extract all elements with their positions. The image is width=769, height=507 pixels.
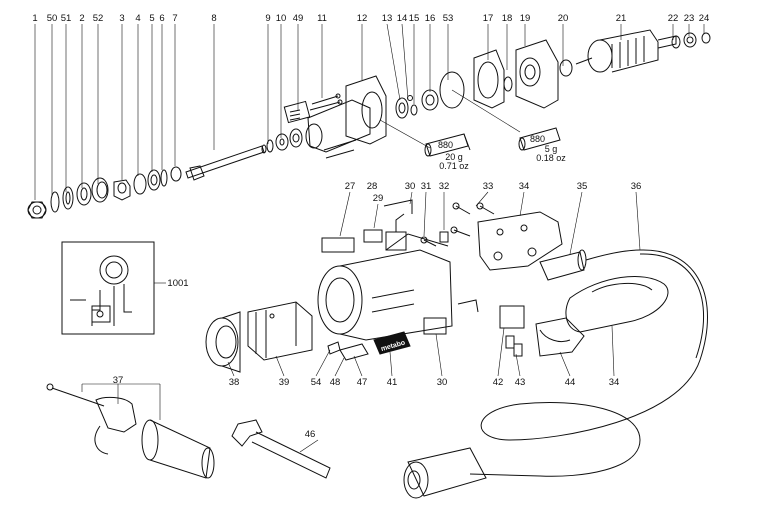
part-label: 13: [381, 13, 393, 24]
part-washer-18: [503, 76, 513, 92]
part-spindle-shaft: [185, 144, 267, 181]
part-label: 29: [372, 193, 384, 204]
part-label: 12: [356, 13, 368, 24]
part-label: 50: [46, 13, 58, 24]
top-leader-lines: [34, 23, 705, 200]
part-label: 16: [424, 13, 436, 24]
part-label: 37: [112, 375, 124, 386]
part-screws-upper: [309, 93, 357, 159]
part-label: 38: [228, 377, 240, 388]
part-label: 14: [396, 13, 408, 24]
grease-small-note: 5 g 0.18 oz: [536, 144, 566, 164]
part-label: 30: [404, 181, 416, 192]
part-label: 30: [436, 377, 448, 388]
part-rear-cover: [477, 211, 563, 271]
part-label: 31: [420, 181, 432, 192]
part-field-coil: [247, 301, 313, 361]
part-label: 54: [310, 377, 322, 388]
inset-switch-detail: [61, 241, 166, 335]
part-bearing-flange: [515, 39, 559, 109]
part-motor-housing: [317, 233, 453, 341]
part-label: 42: [492, 377, 504, 388]
part-switch-assembly: [423, 299, 585, 357]
part-brand-plate: metabo: [327, 331, 411, 361]
part-label: 46: [304, 429, 316, 440]
part-bearing-set: [395, 89, 439, 119]
part-washers-left: [50, 166, 182, 213]
part-label: 32: [438, 181, 450, 192]
part-rear-handle: [565, 275, 669, 333]
part-power-plug: [403, 447, 487, 499]
part-label: 9: [265, 13, 271, 24]
grease-tube-large: 880: [424, 133, 471, 157]
part-air-guide: [205, 311, 241, 373]
grease-tube-small: 880: [518, 127, 561, 151]
part-label: 49: [292, 13, 304, 24]
part-label: 27: [344, 181, 356, 192]
grease-tube-small-text: 880: [530, 134, 545, 144]
part-label: 11: [317, 13, 327, 24]
part-label: 5: [149, 13, 155, 24]
part-label: 48: [329, 377, 341, 388]
part-label: 41: [386, 377, 398, 388]
part-label: 10: [275, 13, 287, 24]
part-label: 51: [60, 13, 72, 24]
part-label: 19: [519, 13, 531, 24]
part-label: 33: [482, 181, 494, 192]
part-label: 8: [211, 13, 217, 24]
part-label: 4: [135, 13, 141, 24]
part-washers-9-10: [266, 128, 303, 153]
part-label: 3: [119, 13, 125, 24]
part-label: 6: [159, 13, 165, 24]
part-label: 34: [518, 181, 530, 192]
part-nut: [27, 201, 47, 219]
part-label: 43: [514, 377, 526, 388]
part-label: 22: [667, 13, 679, 24]
part-label: 52: [92, 13, 104, 24]
part-label: 28: [366, 181, 378, 192]
grease-tube-large-text: 880: [438, 140, 453, 150]
part-gasket-plate: [473, 49, 505, 109]
part-screws-mid: [420, 202, 495, 247]
part-label: 23: [683, 13, 695, 24]
part-label: 20: [557, 13, 569, 24]
part-brush-assembly: [321, 199, 413, 253]
part-label: 47: [356, 377, 368, 388]
part-label: 2: [79, 13, 85, 24]
part-label: 35: [576, 181, 588, 192]
part-power-cable: [469, 249, 708, 477]
part-label: 24: [698, 13, 710, 24]
part-label: 34: [608, 377, 620, 388]
grease-small-amount: 5 g: [544, 144, 558, 154]
grease-large-amount-oz: 0.71 oz: [439, 161, 469, 172]
grease-small-amount-oz: 0.18 oz: [536, 153, 566, 164]
part-cable-gland: [539, 249, 641, 281]
part-label: 21: [615, 13, 627, 24]
grease-large-amount: 20 g: [445, 152, 463, 162]
part-gear-housing: [283, 75, 387, 153]
part-bearing-20: [559, 59, 573, 77]
part-side-handle: [46, 383, 215, 479]
part-wrench: [231, 419, 331, 479]
mid-leader-lines: [227, 191, 641, 377]
part-label: 53: [442, 13, 454, 24]
part-label: 44: [564, 377, 576, 388]
part-end-bearings: [671, 32, 711, 49]
part-label: 1: [32, 13, 38, 24]
part-label: 15: [408, 13, 420, 24]
part-label: 18: [501, 13, 513, 24]
part-label: 17: [482, 13, 494, 24]
grease-leader: [379, 119, 431, 149]
inset-label: 1001: [167, 278, 189, 289]
grease-large-note: 20 g 0.71 oz: [439, 152, 469, 172]
part-label: 39: [278, 377, 290, 388]
part-gasket-disc: [439, 71, 521, 133]
part-label: 36: [630, 181, 642, 192]
part-label: 7: [172, 13, 178, 24]
part-armature: [575, 29, 677, 73]
